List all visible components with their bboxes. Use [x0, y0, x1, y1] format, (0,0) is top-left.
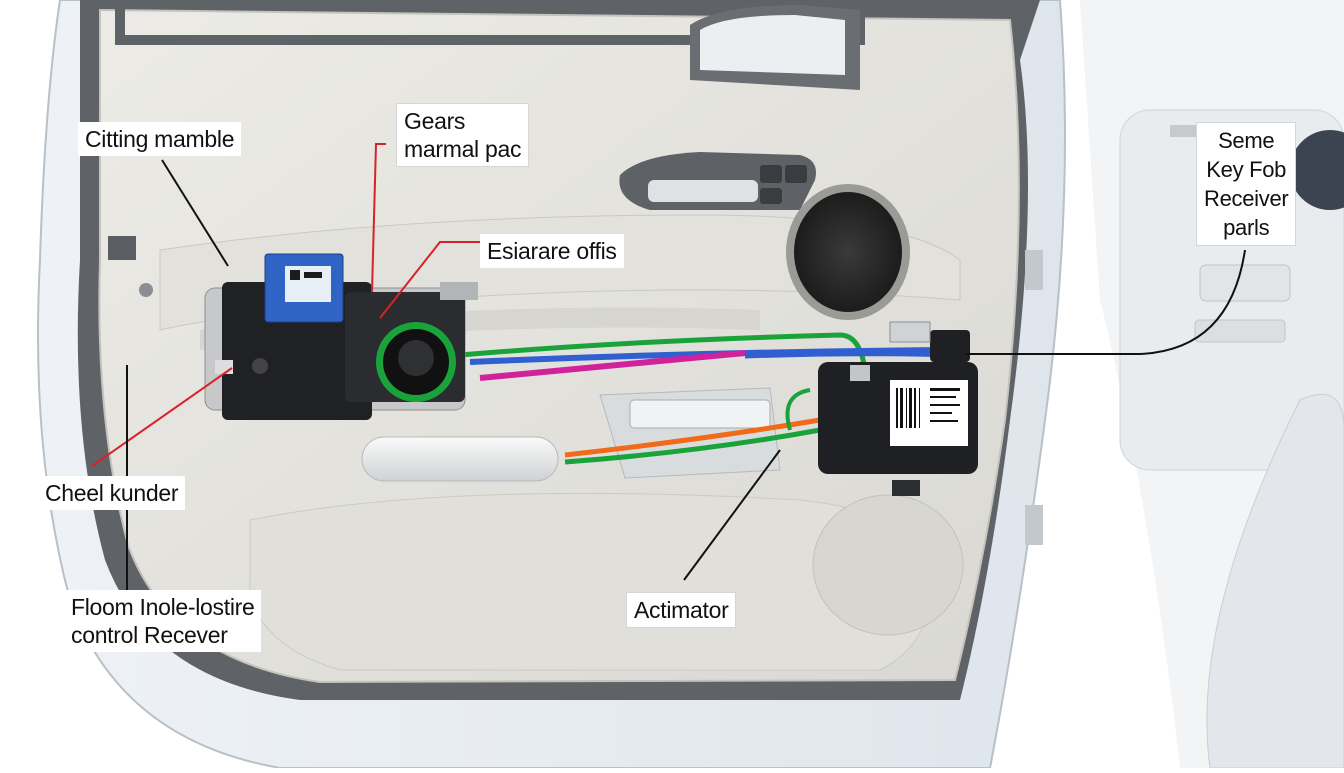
- leader-cheel: [91, 367, 233, 467]
- leader-key-fob: [965, 249, 1246, 355]
- control-module: [204, 253, 478, 420]
- label-gears-line2: marmal pac: [404, 136, 522, 162]
- label-key-fob-line1: Seme: [1218, 128, 1275, 153]
- door-handle: [361, 387, 781, 482]
- label-floom-line1: Floom Inole-lostire: [71, 594, 255, 620]
- speaker: [786, 184, 964, 636]
- leader-citting: [161, 159, 229, 267]
- label-floom: Floom Inole-lostire control Recever: [64, 590, 262, 652]
- label-floom-line2: control Recever: [71, 622, 228, 648]
- inner-handle: [619, 152, 816, 210]
- wire-harness: [459, 332, 951, 465]
- leader-lines: [91, 143, 1246, 590]
- label-gears-line1: Gears: [404, 108, 466, 134]
- label-key-fob-receiver: Seme Key Fob Receiver parls: [1196, 122, 1297, 246]
- label-key-fob-line4: parls: [1223, 215, 1270, 240]
- label-esiarare-offis: Esiarare offis: [480, 234, 624, 268]
- actuator: [818, 321, 978, 496]
- leader-gears: [371, 143, 386, 293]
- label-gears: Gears marmal pac: [396, 103, 530, 167]
- label-actimator: Actimator: [626, 592, 737, 628]
- label-key-fob-line2: Key Fob: [1206, 157, 1287, 182]
- label-citting-mamble: Citting mamble: [78, 122, 242, 156]
- leader-actimator: [683, 449, 781, 581]
- label-cheel-kunder: Cheel kunder: [38, 476, 186, 510]
- car-interior: [1080, 0, 1344, 769]
- leader-esiarare: [379, 241, 484, 319]
- label-key-fob-line3: Receiver: [1204, 186, 1289, 211]
